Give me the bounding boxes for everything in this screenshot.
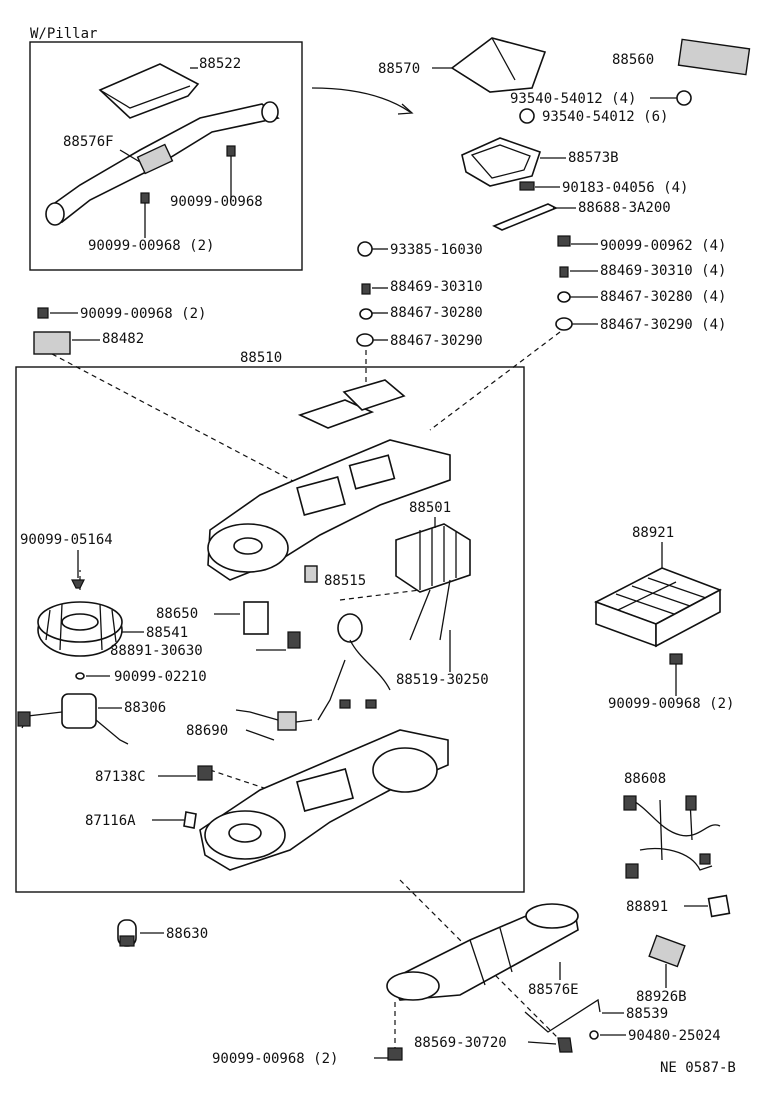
label-90099-00968: 90099-00968 (170, 194, 263, 210)
label-88891: 88891 (626, 899, 668, 915)
part-88688-bracket (492, 203, 558, 231)
label-88467-280b: 88467-30280 (4) (600, 289, 726, 305)
part-88921-filter (594, 567, 722, 648)
label-88522: 88522 (199, 56, 241, 72)
washer-icon (555, 317, 573, 331)
label-88576F: 88576F (63, 134, 114, 150)
label-93540-6: 93540-54012 (6) (542, 109, 668, 125)
part-88650-plate (243, 601, 269, 635)
label-90099-00968-2d: 90099-00968 (2) (212, 1051, 338, 1067)
label-88501: 88501 (409, 500, 451, 516)
part-88541-blower-fan (37, 601, 123, 657)
bolt-icon (559, 266, 569, 278)
label-88688: 88688-3A200 (578, 200, 671, 216)
clip-icon (357, 241, 373, 257)
pin-icon (589, 1030, 599, 1040)
unit-88510-box (15, 366, 525, 893)
label-88541: 88541 (146, 625, 188, 641)
part-88630-sensor (117, 919, 137, 947)
label-88515: 88515 (324, 573, 366, 589)
clip-icon (519, 108, 535, 124)
label-88630: 88630 (166, 926, 208, 942)
label-88690: 88690 (186, 723, 228, 739)
arrow-connector (311, 87, 411, 113)
label-90099-00968-2b: 90099-00968 (2) (80, 306, 206, 322)
part-88515 (304, 565, 318, 583)
label-88482: 88482 (102, 331, 144, 347)
part-88569-clip (557, 1037, 573, 1053)
label-90099-05164: 90099-05164 (20, 532, 113, 548)
part-88501-evaporator (395, 523, 471, 641)
label-88608: 88608 (624, 771, 666, 787)
label-88569: 88569-30720 (414, 1035, 507, 1051)
part-88510-lower-case (199, 729, 449, 871)
label-88576E: 88576E (528, 982, 579, 998)
label-88539: 88539 (626, 1006, 668, 1022)
label-87138C: 87138C (95, 769, 146, 785)
label-93540-4: 93540-54012 (4) (510, 91, 636, 107)
washer-icon (75, 672, 85, 680)
part-90183-clip (519, 181, 535, 191)
screw-icon (387, 1047, 403, 1061)
label-90099-00968-2c: 90099-00968 (2) (608, 696, 734, 712)
label-90480: 90480-25024 (628, 1028, 721, 1044)
part-88306-blower-motor (17, 693, 129, 745)
nut-icon (557, 291, 571, 303)
label-88926B: 88926B (636, 989, 687, 1005)
label-88469a: 88469-30310 (390, 279, 483, 295)
part-88891-relay (287, 631, 301, 649)
screw-icon (37, 307, 49, 319)
part-88522-cover (98, 63, 200, 119)
label-90099-00962: 90099-00962 (4) (600, 238, 726, 254)
label-88469b: 88469-30310 (4) (600, 263, 726, 279)
label-88467-290b: 88467-30290 (4) (600, 317, 726, 333)
nut-icon (359, 308, 373, 320)
wpillar-title: W/Pillar (30, 26, 97, 42)
part-88576F-duct (50, 103, 280, 224)
part-87116A-clip (183, 811, 197, 829)
label-88510: 88510 (240, 350, 282, 366)
part-87138C-clip (197, 765, 213, 781)
label-88573B: 88573B (568, 150, 619, 166)
label-88306: 88306 (124, 700, 166, 716)
label-88921: 88921 (632, 525, 674, 541)
drawing-code: NE 0587-B (660, 1060, 736, 1076)
label-90099-02210: 90099-02210 (114, 669, 207, 685)
screw-icon (140, 192, 150, 238)
label-87116A: 87116A (85, 813, 136, 829)
label-88570: 88570 (378, 61, 420, 77)
washer-icon (356, 333, 374, 347)
label-88891-30630: 88891-30630 (110, 643, 203, 659)
part-88573B-seal (461, 137, 542, 187)
wpillar-inset: W/Pillar 88522 88576F 90099-00968 90099-… (29, 26, 303, 271)
bolt-icon (361, 283, 371, 295)
label-88650: 88650 (156, 606, 198, 622)
screw-icon (669, 653, 683, 665)
label-90183: 90183-04056 (4) (562, 180, 688, 196)
part-88482 (33, 331, 71, 355)
clip-icon (676, 90, 692, 106)
part-88608-wire-harness (623, 795, 721, 879)
part-88690-actuator (235, 709, 313, 731)
part-88926B (648, 934, 686, 968)
label-93385: 93385-16030 (390, 242, 483, 258)
part-sensor-harness (317, 613, 391, 721)
label-88519: 88519-30250 (396, 672, 489, 688)
screw-icon (557, 235, 571, 247)
part-88539-rod (524, 998, 601, 1033)
label-88467-280a: 88467-30280 (390, 305, 483, 321)
label-88560: 88560 (612, 52, 654, 68)
screw-icon (226, 145, 236, 200)
label-90099-00968-2a: 90099-00968 (2) (88, 238, 214, 254)
part-88891 (707, 894, 731, 918)
label-88467-290a: 88467-30290 (390, 333, 483, 349)
part-88570 (450, 37, 547, 93)
part-88560-filter (677, 38, 751, 76)
nut-icon (71, 579, 85, 589)
part-88510-upper-case (207, 379, 451, 581)
wpillar-inset-border (29, 41, 303, 271)
part-88576E-duct (386, 903, 579, 1001)
